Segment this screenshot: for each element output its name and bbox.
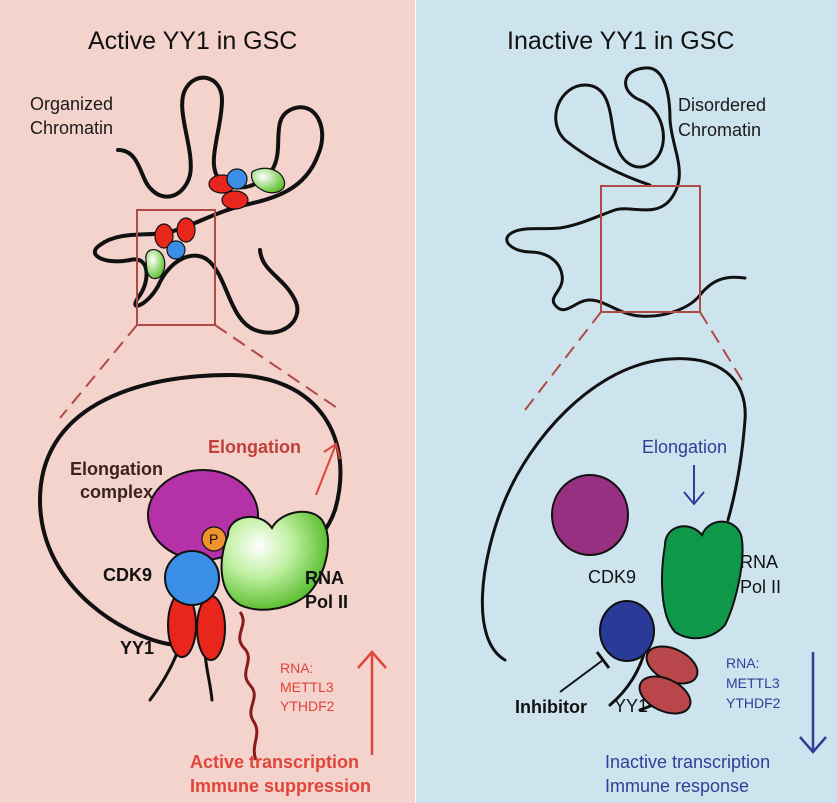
elongation-label-active: Elongation <box>208 437 301 457</box>
cdk9-small-low <box>166 240 186 260</box>
yy1-subunit-top <box>221 190 249 210</box>
rna-label-active-2: METTL3 <box>280 679 334 695</box>
inactive-panel <box>416 0 837 803</box>
inhibitor-line <box>559 659 604 693</box>
rna-pol-ii <box>220 510 329 611</box>
elongation-up-arrow <box>315 443 337 496</box>
rna-label-inactive-2: METTL3 <box>726 675 780 691</box>
inhibitor-bar <box>595 651 611 669</box>
cdk9-small-top <box>226 168 248 190</box>
polii-small-top <box>250 167 286 194</box>
polii-label-active-2: Pol II <box>305 592 349 612</box>
organized-chromatin-fiber <box>92 75 325 335</box>
yy1-label-inactive: YY1 <box>614 696 649 716</box>
zoom-line-right <box>214 324 341 411</box>
elongation-up-arrowhead <box>323 442 341 460</box>
complex-label-2: complex <box>80 482 154 502</box>
yy1-label-active: YY1 <box>120 638 155 658</box>
rna-label-inactive-1: RNA: <box>726 655 760 671</box>
inactive-panel-title: Inactive YY1 in GSC <box>507 27 735 55</box>
inactive-outcome-2: Immune response <box>605 776 750 796</box>
yy1-subunit-low <box>176 217 196 243</box>
elongation-label-inactive: Elongation <box>642 437 728 457</box>
active-outcome-1: Active transcription <box>190 752 360 772</box>
organized-label-2: Chromatin <box>30 118 114 138</box>
polii-label-inactive-1: RNA <box>740 552 779 572</box>
polii-small-low <box>145 249 166 280</box>
zoom-box-left <box>136 209 216 326</box>
rna-up-arrowhead <box>357 650 387 669</box>
cdk9-label-active: CDK9 <box>103 565 153 585</box>
zoom-line-left <box>59 324 138 419</box>
disordered-label-2: Chromatin <box>678 120 762 140</box>
yy1-dimer-right <box>196 595 226 661</box>
zoom-line-right-r <box>699 311 743 381</box>
active-outcome-2: Immune suppression <box>190 776 372 796</box>
rna-transcript <box>238 611 259 761</box>
phospho-label: P <box>209 531 219 547</box>
yy1-inactive-lower <box>638 675 692 715</box>
elongation-complex-inactive <box>551 474 629 556</box>
disordered-chromatin-fiber <box>505 66 747 318</box>
rna-down-arrowhead <box>799 736 827 754</box>
cdk9-label-inactive: CDK9 <box>588 567 637 587</box>
cdk9-inactive <box>599 600 655 662</box>
organized-label-1: Organized <box>30 94 114 114</box>
inhibitor-label: Inhibitor <box>515 697 587 717</box>
polii-label-active-1: RNA <box>305 568 344 588</box>
active-panel-title: Active YY1 in GSC <box>88 27 298 55</box>
polii-label-inactive-2: Pol II <box>740 577 782 597</box>
rna-label-active-3: YTHDF2 <box>280 698 335 714</box>
rna-label-active-1: RNA: <box>280 660 314 676</box>
yy1-subunit-low <box>154 223 174 249</box>
rna-label-inactive-3: YTHDF2 <box>726 695 781 711</box>
inactive-chromatin-loop <box>480 357 747 662</box>
cdk9-protein <box>164 550 220 606</box>
complex-label-1: Elongation <box>70 459 163 479</box>
inactive-outcome-1: Inactive transcription <box>605 752 771 772</box>
rna-pol-ii-inactive <box>661 520 744 640</box>
zoom-line-left-r <box>524 311 602 411</box>
zoom-box-right <box>600 185 701 313</box>
panel-divider <box>415 0 416 803</box>
elongation-down-arrowhead <box>683 491 705 506</box>
active-chromatin-loop <box>37 372 343 647</box>
disordered-label-1: Disordered <box>678 95 767 115</box>
